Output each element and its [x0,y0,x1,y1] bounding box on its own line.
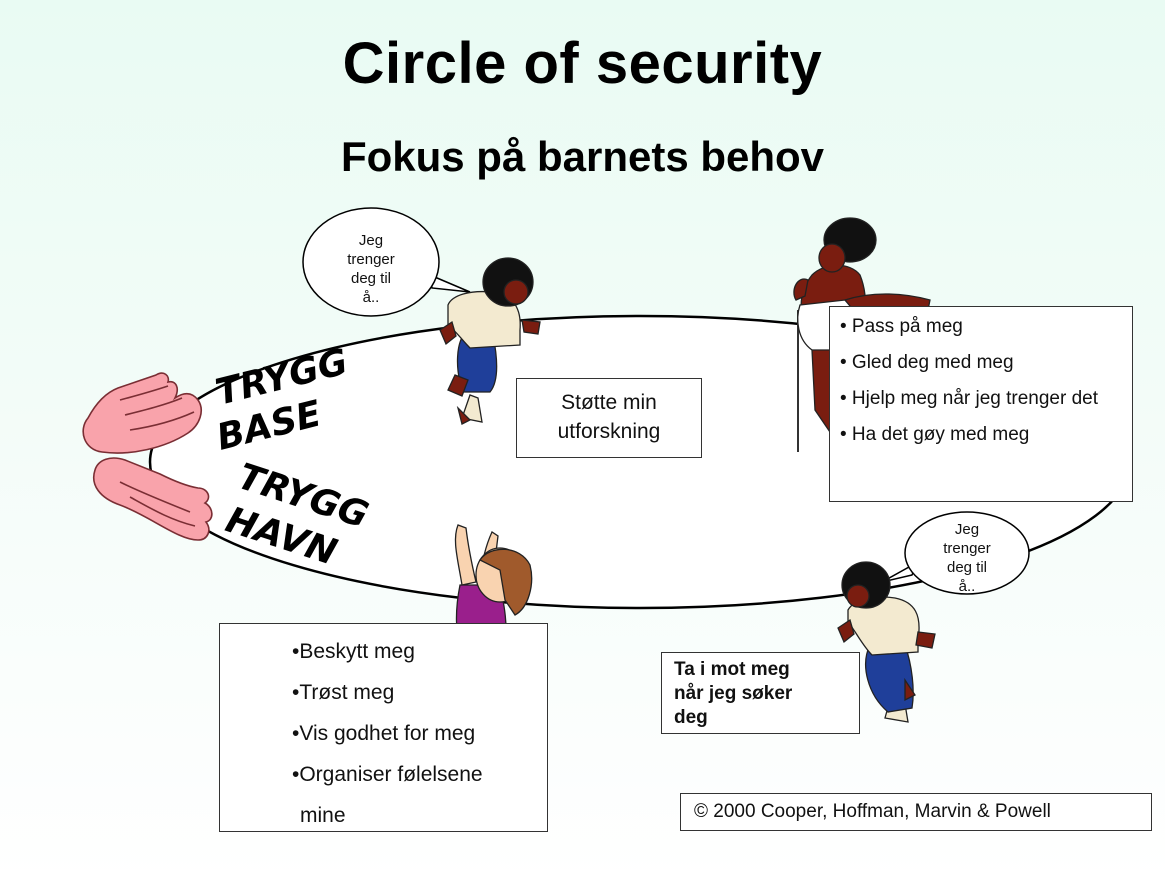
box-line: Støtte min [561,391,657,414]
need-item: •Organiser følelsene [292,763,483,786]
need-item: •Beskytt meg [292,640,415,663]
speech-bubble-bottom-text: Jeg trenger deg til å.. [922,520,1012,596]
bubble-line: å.. [958,578,976,595]
need-item-continuation: mine [300,804,346,827]
need-item: • Gled deg med meg [840,352,1014,373]
lower-hand-icon [93,457,213,541]
bubble-line: trenger [943,540,991,557]
bubble-line: deg til [350,270,392,287]
page-title: Circle of security [342,31,823,96]
exploration-needs-box: • Pass på meg • Gled deg med meg • Hjelp… [829,306,1133,502]
need-item: • Hjelp meg når jeg trenger det [840,388,1099,409]
need-item: •Trøst meg [292,681,395,704]
need-item: •Vis godhet for meg [292,722,476,745]
upper-hand-icon [82,372,202,454]
speech-bubble-top-text: Jeg trenger deg til å.. [326,231,416,307]
page-subtitle: Fokus på barnets behov [340,133,825,180]
bubble-line: Jeg [358,232,384,249]
child-walking-top-icon [439,257,541,425]
comfort-needs-box: •Beskytt meg •Trøst meg •Vis godhet for … [219,623,548,832]
child-walking-bottom-icon [837,561,936,723]
bubble-line: å.. [362,289,380,306]
need-item: • Ha det gøy med meg [840,424,1030,445]
speech-bubble-bottom [881,511,1030,595]
support-exploration-box: Støtte min utforskning [516,378,702,458]
bubble-line: trenger [347,251,395,268]
box-line: Ta i mot meg [674,659,790,680]
bubble-line: deg til [946,559,988,576]
speech-bubble-top [302,207,471,317]
copyright-notice: © 2000 Cooper, Hoffman, Marvin & Powell [680,793,1152,831]
welcome-me-box: Ta i mot meg når jeg søker deg [661,652,860,734]
bubble-line: Jeg [954,521,980,538]
box-line: deg [674,707,708,728]
box-line: når jeg søker [674,683,793,704]
need-item: • Pass på meg [840,316,963,337]
box-line: utforskning [557,420,661,443]
